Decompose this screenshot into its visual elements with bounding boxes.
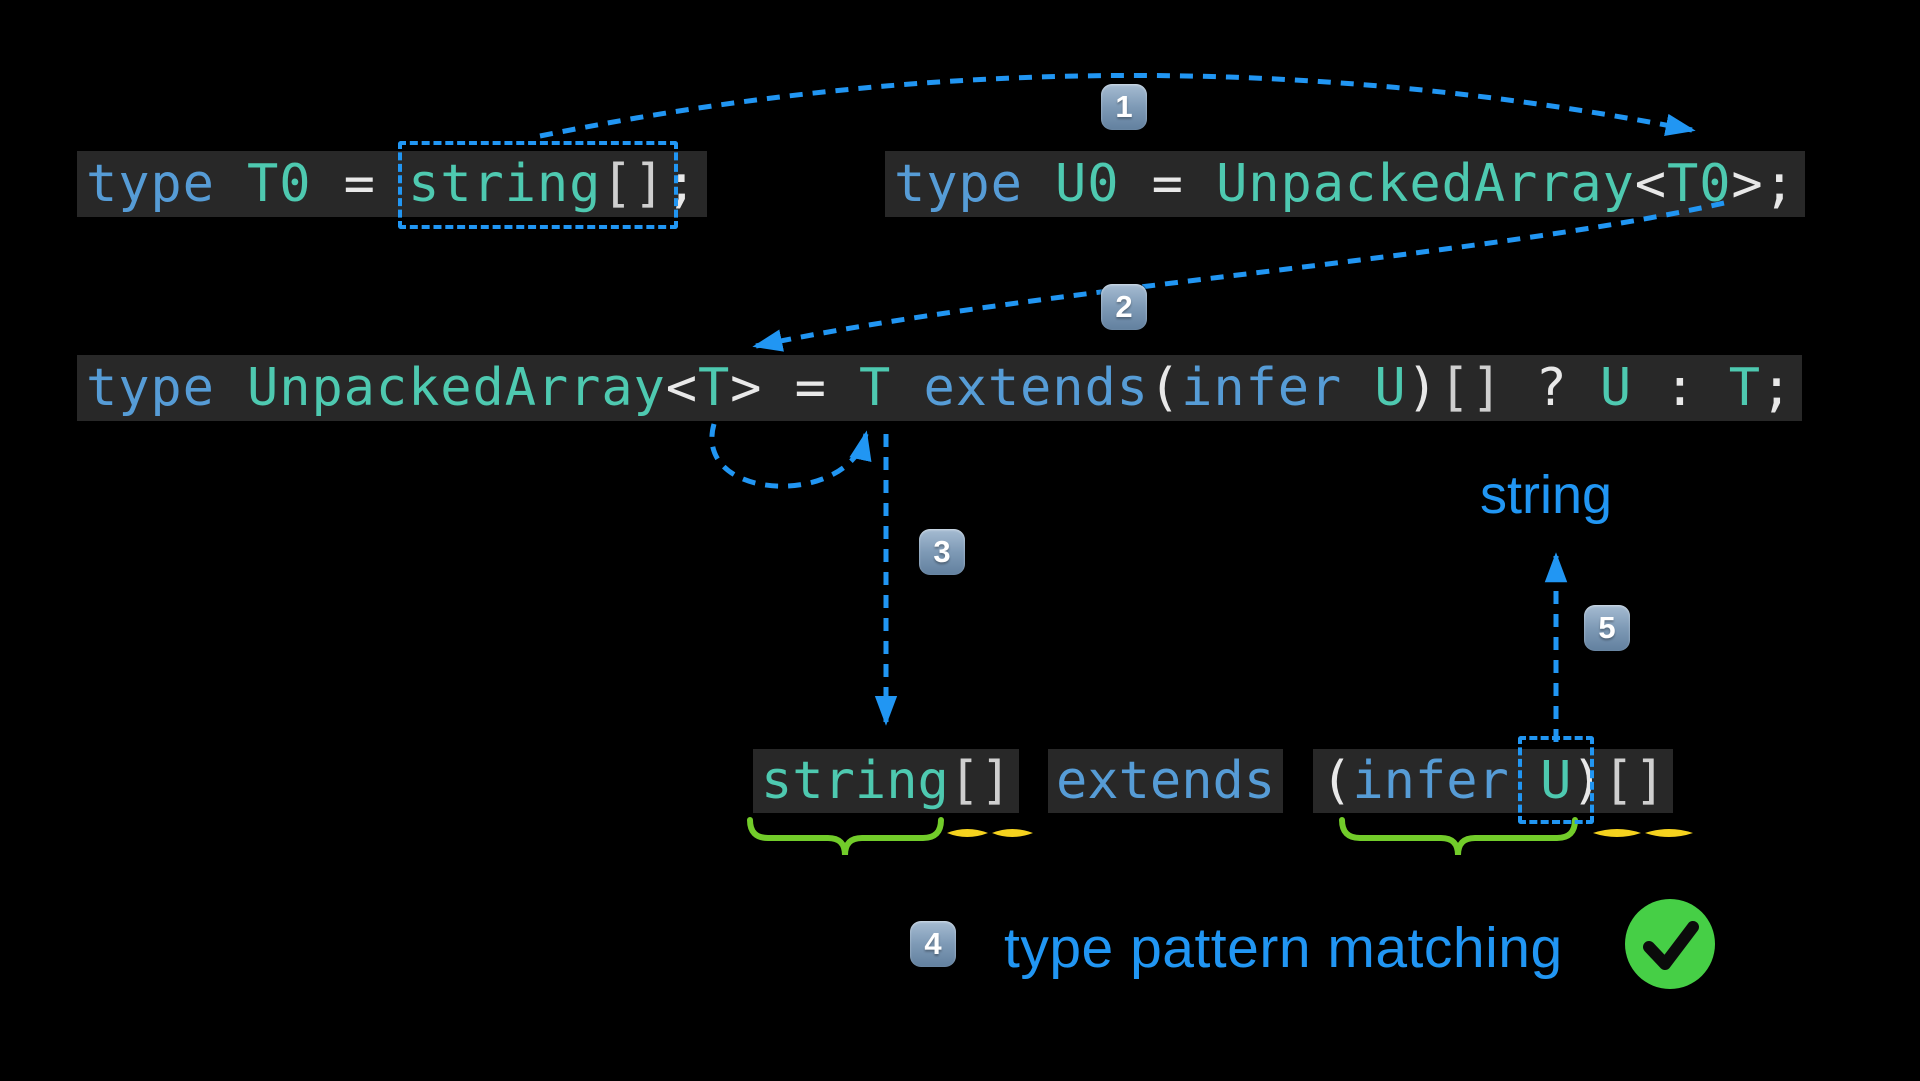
code-token: U [1540, 751, 1572, 811]
code-token: ( [1321, 751, 1353, 811]
step-badge-2: 2 [1101, 284, 1147, 330]
code-token: extends [1056, 751, 1276, 811]
code-token: [] [601, 154, 666, 214]
spark-brackets-right [1593, 829, 1693, 837]
step-badge-5: 5 [1584, 605, 1630, 651]
code-match-operand-string-array: string[] [753, 749, 1020, 813]
code-token: < [665, 358, 698, 418]
code-token: UnpackedArray [247, 358, 666, 418]
step-badge-3: 3 [919, 529, 965, 575]
code-token: extends [923, 358, 1149, 418]
code-token: T [697, 358, 731, 418]
code-token: T0 [247, 154, 312, 214]
code-token: ( [1148, 358, 1182, 418]
step-badge-1: 1 [1101, 84, 1147, 130]
code-token: ; [665, 154, 698, 214]
code-token: type [894, 154, 1056, 214]
code-token: U [1374, 358, 1407, 418]
code-decl-u0: type U0 = UnpackedArray<T0>; [885, 151, 1805, 217]
code-token: string [408, 154, 602, 214]
code-match-pattern-infer-u: (infer U)[] [1313, 749, 1674, 813]
underbrace-string [747, 817, 944, 856]
code-token: type [86, 154, 248, 214]
highlight-box-inferred-u [1518, 736, 1594, 824]
arrow-loop-t-param-to-t-usage [709, 423, 872, 489]
code-token: U [1599, 358, 1633, 418]
code-decl-t0: type T0 = string[]; [77, 151, 707, 217]
code-token: = [311, 154, 409, 214]
code-token: ) [1571, 751, 1603, 811]
caption-type-pattern-matching: type pattern matching [1004, 916, 1563, 980]
code-token: string [761, 751, 949, 811]
code-token: ? [1503, 358, 1600, 418]
code-token: > = [730, 358, 859, 418]
code-token: U0 [1055, 154, 1120, 214]
code-token: < [1634, 154, 1667, 214]
check-icon [1625, 899, 1715, 989]
code-token: ) [1406, 358, 1439, 418]
step-badge-4: 4 [910, 921, 956, 967]
code-token: infer [1181, 358, 1343, 418]
code-token: UnpackedArray [1216, 154, 1635, 214]
code-token: type [86, 358, 248, 418]
code-unpacked-array-definition: type UnpackedArray<T> = T extends(infer … [77, 355, 1803, 421]
code-token: [] [948, 751, 1012, 811]
code-match-extends-keyword: extends [1048, 749, 1284, 813]
inferred-type-label: string [1480, 465, 1613, 525]
code-token: [] [1602, 751, 1666, 811]
code-token: = [1119, 154, 1217, 214]
code-token: T [859, 358, 892, 418]
underbrace-infer-u [1339, 817, 1578, 856]
code-token: ; [1760, 358, 1794, 418]
code-token: : [1632, 358, 1729, 418]
code-token: [] [1438, 358, 1504, 418]
highlight-box-string-array [398, 141, 678, 229]
code-token: >; [1731, 154, 1796, 214]
spark-brackets-left [947, 829, 1033, 837]
arrow-step2-t0-to-generic-t [752, 200, 1725, 352]
code-token: T [1728, 358, 1761, 418]
code-token: infer [1352, 751, 1509, 811]
arrow-step1-string-to-t0 [539, 72, 1696, 139]
